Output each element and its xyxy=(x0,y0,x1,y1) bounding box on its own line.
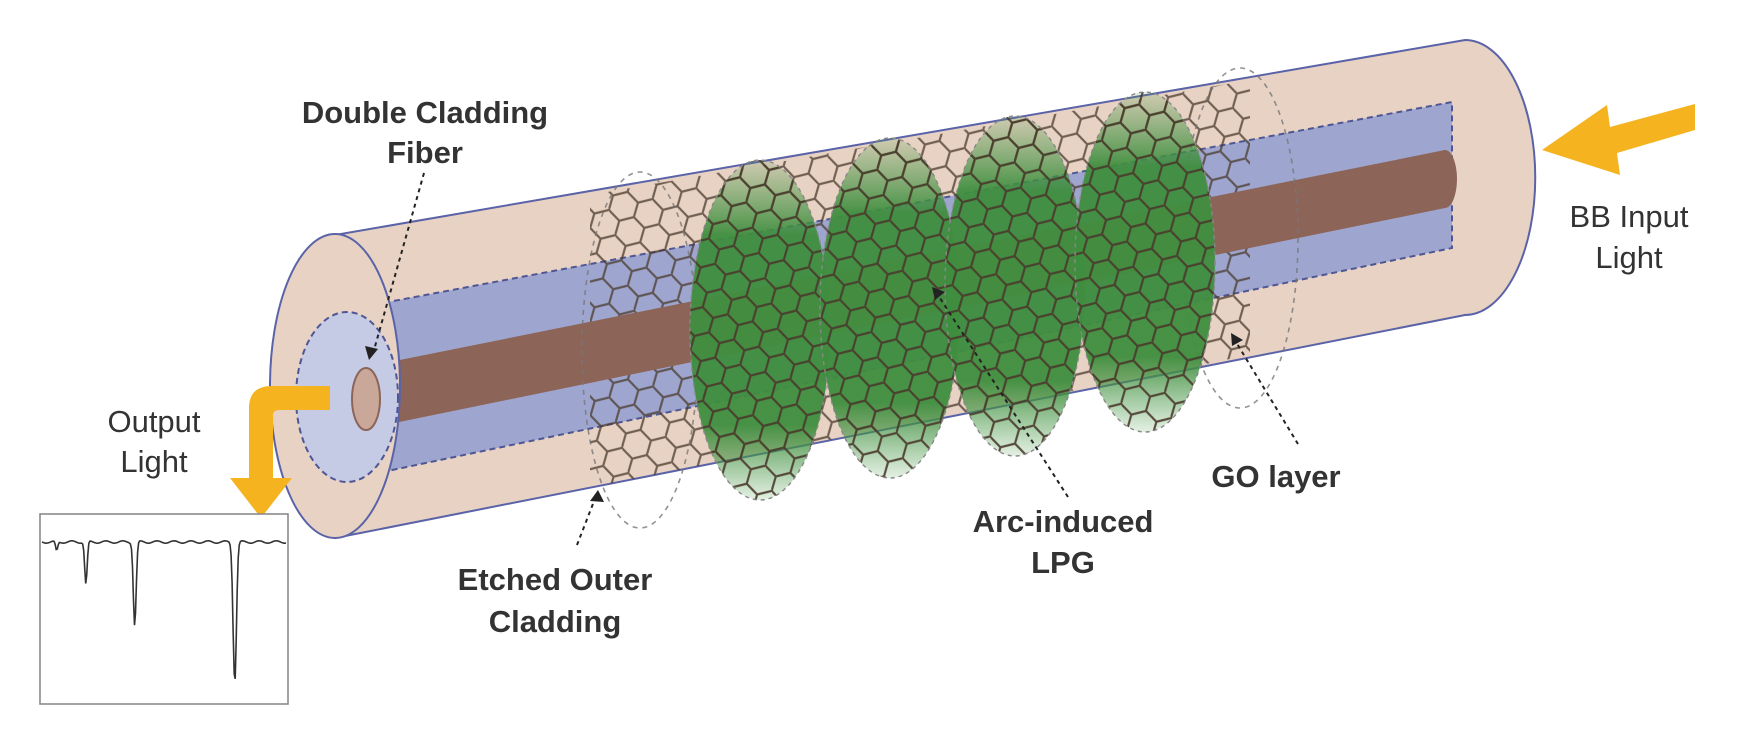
leader-double-cladding xyxy=(373,172,425,351)
grating-disc xyxy=(944,115,1086,457)
label-go-layer: GO layer xyxy=(1211,459,1340,494)
spectrum-frame xyxy=(39,513,289,705)
input-light-arrow xyxy=(1542,104,1695,175)
label-double-cladding-line2: Fiber xyxy=(387,135,463,170)
arc-induced-lpg-gratings xyxy=(689,91,1216,501)
output-light-arrow xyxy=(230,386,330,518)
label-etched-line1: Etched Outer xyxy=(458,562,653,597)
label-output-line2: Light xyxy=(120,444,188,479)
grating-disc xyxy=(689,159,831,501)
grating-disc xyxy=(1074,91,1216,433)
spectrum-trace xyxy=(41,539,287,679)
label-arc-line2: LPG xyxy=(1031,545,1095,580)
label-output-line1: Output xyxy=(107,404,200,439)
output-spectrum-inset xyxy=(39,513,289,705)
fiber-end-face xyxy=(269,233,401,539)
leader-go-layer xyxy=(1235,341,1299,445)
label-double-cladding-line1: Double Cladding xyxy=(302,95,548,130)
grating-disc xyxy=(819,137,961,479)
label-bb-input-line2: Light xyxy=(1595,240,1663,275)
label-bb-input-line1: BB Input xyxy=(1570,199,1689,234)
label-etched-line2: Cladding xyxy=(489,604,622,639)
leader-arc-lpg xyxy=(937,294,1069,498)
label-arc-line1: Arc-induced xyxy=(973,504,1154,539)
leader-etched-cladding xyxy=(576,495,597,546)
